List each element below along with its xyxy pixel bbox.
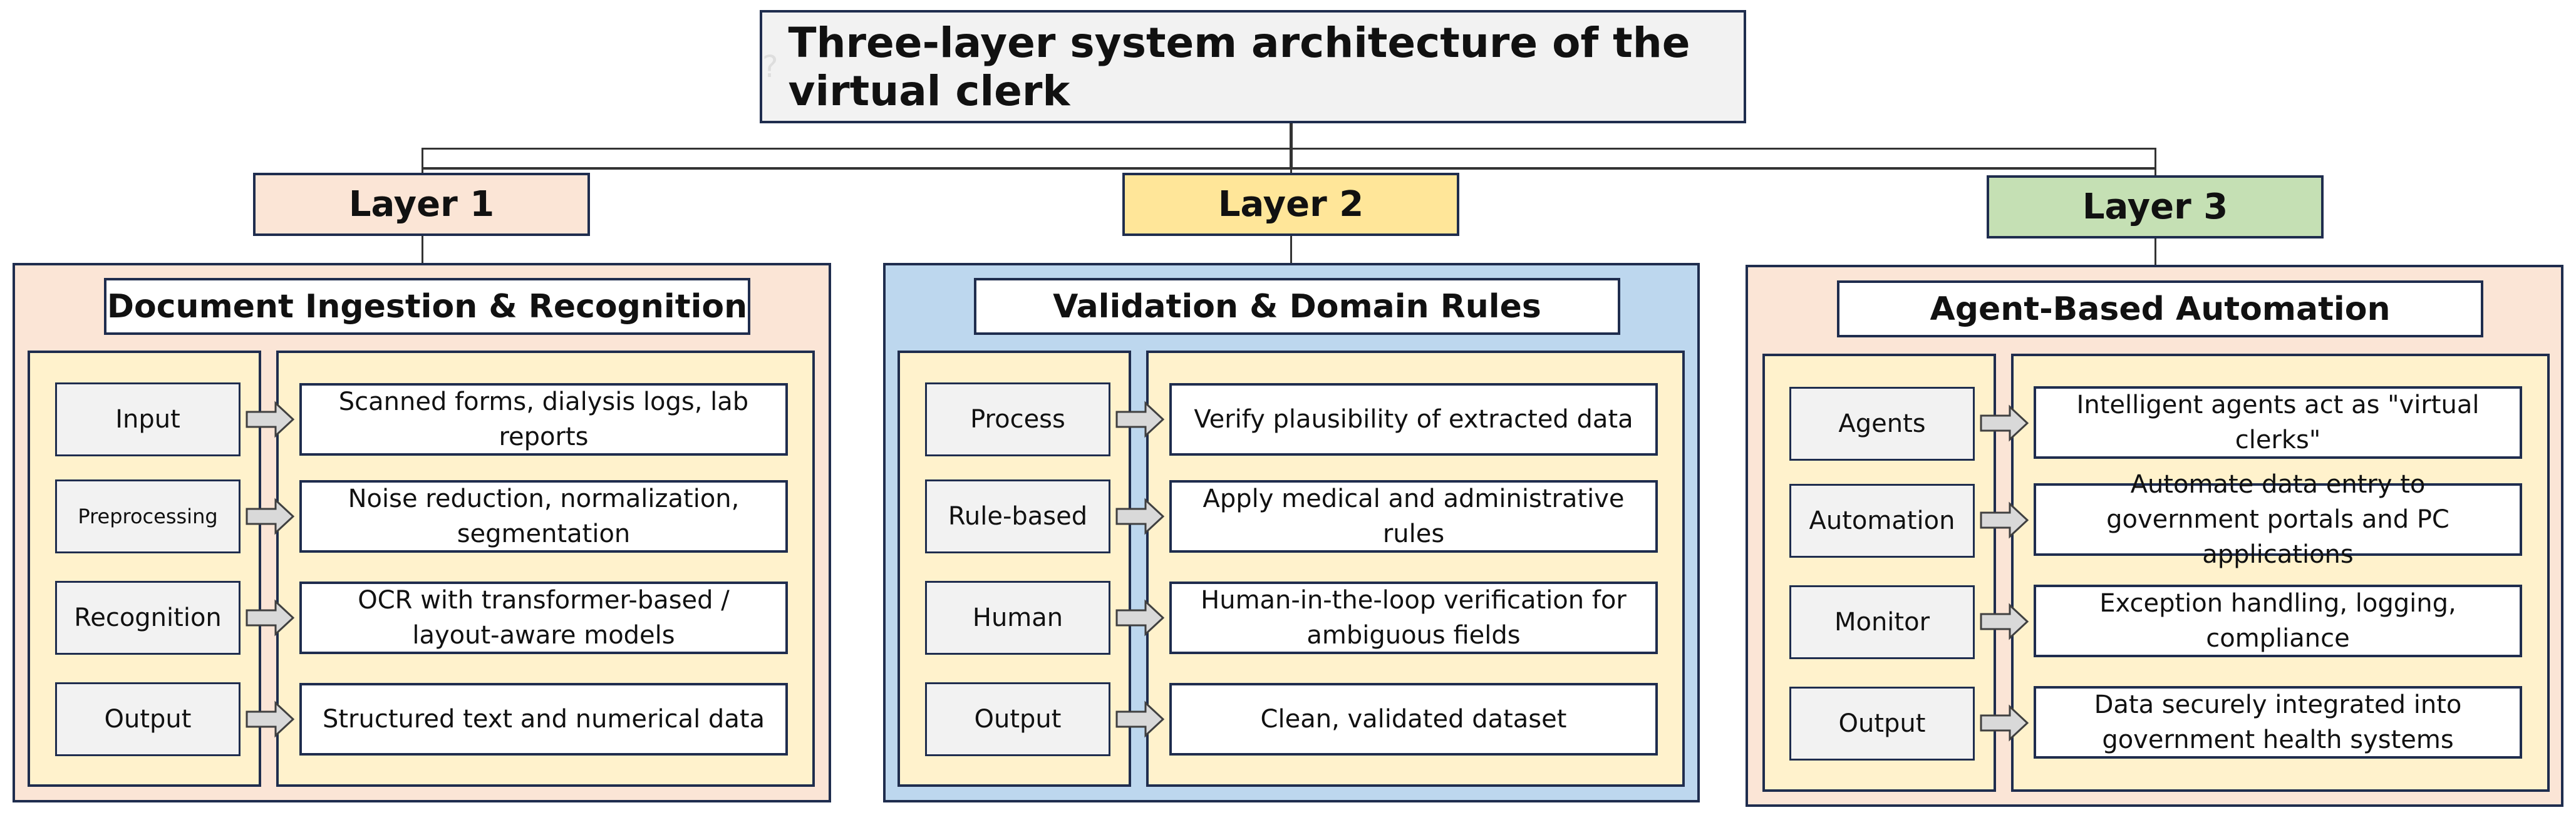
layer-1-category-output: Output xyxy=(55,682,241,756)
layer-2-category-process: Process xyxy=(925,382,1110,456)
layer-2-category-rule-based: Rule-based xyxy=(925,479,1110,553)
layer-3-label: Layer 3 xyxy=(1987,175,2324,238)
layer-1-category-preprocessing: Preprocessing xyxy=(55,479,241,553)
arrow-right-icon xyxy=(246,599,295,637)
layer-1-description-preprocessing: Noise reduction, normalization, segmenta… xyxy=(299,480,788,553)
layer-2-category-human: Human xyxy=(925,581,1110,655)
connector-layer2-panel xyxy=(1290,236,1292,263)
layer-2-label: Layer 2 xyxy=(1122,173,1459,236)
layer-3-category-monitor: Monitor xyxy=(1789,585,1975,659)
arrow-right-icon xyxy=(1980,704,2029,742)
title-glyph: ? xyxy=(762,49,778,85)
layer-1-label: Layer 1 xyxy=(253,173,590,236)
layer-3-category-agents: Agents xyxy=(1789,387,1975,461)
arrow-right-icon xyxy=(1115,599,1165,637)
arrow-right-icon xyxy=(246,401,295,438)
arrow-right-icon xyxy=(1115,498,1165,535)
layer-1-category-input: Input xyxy=(55,382,241,456)
arrow-right-icon xyxy=(1980,404,2029,442)
arrow-right-icon xyxy=(1115,401,1165,438)
layer-1-category-recognition: Recognition xyxy=(55,581,241,655)
layer-2-description-human: Human-in-the-loop verification for ambig… xyxy=(1169,582,1658,654)
layer-3-description-automation: Automate data entry to government portal… xyxy=(2034,470,2522,569)
layer-3-description-output: Data securely integrated into government… xyxy=(2034,686,2522,759)
arrow-right-icon xyxy=(1980,603,2029,640)
layer-2-description-rule-based: Apply medical and administrative rules xyxy=(1169,480,1658,553)
connector-layer1-panel xyxy=(422,236,423,263)
layer-3-description-agents: Intelligent agents act as "virtual clerk… xyxy=(2034,386,2522,459)
layer-3-heading: Agent-Based Automation xyxy=(1837,280,2483,337)
connector-layer3-panel xyxy=(2154,238,2156,265)
arrow-right-icon xyxy=(246,700,295,738)
arrow-right-icon xyxy=(246,498,295,535)
layer-1-description-input: Scanned forms, dialysis logs, lab report… xyxy=(299,383,788,456)
layer-3-description-monitor: Exception handling, logging, compliance xyxy=(2034,585,2522,657)
layer-1-heading: Document Ingestion & Recognition xyxy=(104,278,750,335)
connector-top-thick xyxy=(422,167,2156,170)
layer-2-category-output: Output xyxy=(925,682,1110,756)
layer-3-category-output: Output xyxy=(1789,687,1975,761)
layer-1-description-output: Structured text and numerical data xyxy=(299,683,788,756)
connector-drop-layer1 xyxy=(422,148,423,173)
connector-drop-layer3 xyxy=(2154,148,2156,175)
layer-2-heading: Validation & Domain Rules xyxy=(974,278,1620,335)
layer-2-description-process: Verify plausibility of extracted data xyxy=(1169,383,1658,456)
layer-1-description-recognition: OCR with transformer-based / layout-awar… xyxy=(299,582,788,654)
arrow-right-icon xyxy=(1115,700,1165,738)
connector-top-thin xyxy=(422,148,2156,150)
layer-3-category-automation: Automation xyxy=(1789,484,1975,558)
diagram-title-text: Three-layer system architecture of the v… xyxy=(788,18,1690,115)
connector-title-trunk xyxy=(1290,123,1293,168)
connector-drop-layer2 xyxy=(1290,167,1292,173)
layer-2-description-output: Clean, validated dataset xyxy=(1169,683,1658,756)
diagram-title: ? Three-layer system architecture of the… xyxy=(760,10,1746,123)
arrow-right-icon xyxy=(1980,501,2029,539)
